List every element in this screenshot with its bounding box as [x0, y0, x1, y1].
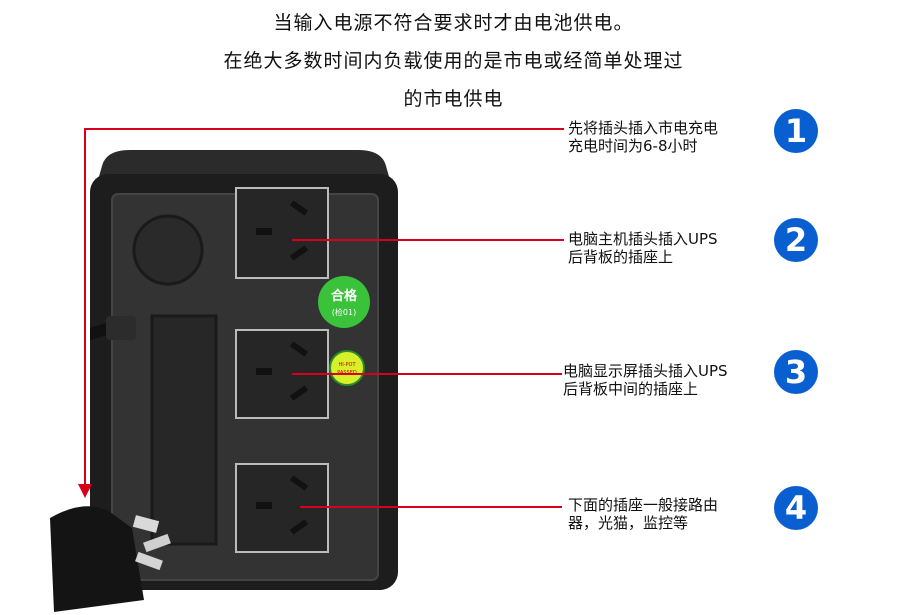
- battery-slot: [150, 314, 218, 546]
- qc-sticker-main: 合格: [331, 288, 358, 304]
- annotation-3-line-2: 后背板中间的插座上: [563, 380, 699, 398]
- leader-arrowhead: [78, 484, 92, 498]
- hipot-text-1: HI-POT: [338, 362, 356, 368]
- leader-line-4: [300, 506, 562, 508]
- annotation-1: 先将插头插入市电充电 充电时间为6-8小时: [568, 119, 718, 155]
- socket-top: [235, 187, 329, 279]
- leader-line-1-horizontal: [84, 128, 564, 130]
- header-line-3: 的市电供电: [403, 88, 504, 110]
- number-badge-1: 1: [774, 109, 818, 153]
- power-cable: [90, 322, 112, 341]
- number-badge-3: 3: [774, 350, 818, 394]
- annotation-1-line-1: 先将插头插入市电充电: [568, 119, 719, 137]
- header-line-2: 在绝大多数时间内负载使用的是市电或经简单处理过: [223, 50, 684, 72]
- number-badge-2: 2: [774, 218, 818, 262]
- leader-line-2: [292, 239, 564, 241]
- annotation-3: 电脑显示屏插头插入UPS 后背板中间的插座上: [563, 362, 728, 398]
- ups-top-cap: [98, 150, 390, 180]
- leader-line-1-vertical: [84, 128, 86, 488]
- annotation-2-line-1: 电脑主机插头插入UPS: [568, 230, 718, 248]
- qc-sticker: [318, 276, 370, 328]
- hipot-sticker: [329, 350, 365, 386]
- annotation-4-line-1: 下面的插座一般接路由: [568, 496, 719, 514]
- annotation-2-line-2: 后背板的插座上: [568, 248, 674, 266]
- cable-strain-relief: [106, 316, 136, 340]
- ups-back-panel-illustration: 合格 (检01) HI-POT PASSED: [90, 150, 398, 590]
- qc-sticker-sub: (检01): [332, 307, 356, 317]
- annotation-2: 电脑主机插头插入UPS 后背板的插座上: [568, 230, 718, 266]
- annotation-4-line-2: 器，光猫，监控等: [568, 514, 689, 532]
- annotation-4: 下面的插座一般接路由 器，光猫，监控等: [568, 496, 718, 532]
- annotation-3-line-1: 电脑显示屏插头插入UPS: [563, 362, 728, 380]
- mains-plug-illustration: [50, 506, 171, 612]
- leader-line-3: [292, 373, 562, 375]
- socket-bottom: [235, 463, 329, 553]
- annotation-1-line-2: 充电时间为6-8小时: [568, 137, 698, 155]
- header-line-1: 当输入电源不符合要求时才由电池供电。: [273, 12, 634, 34]
- number-badge-4: 4: [774, 486, 818, 530]
- fan-vent: [132, 214, 204, 286]
